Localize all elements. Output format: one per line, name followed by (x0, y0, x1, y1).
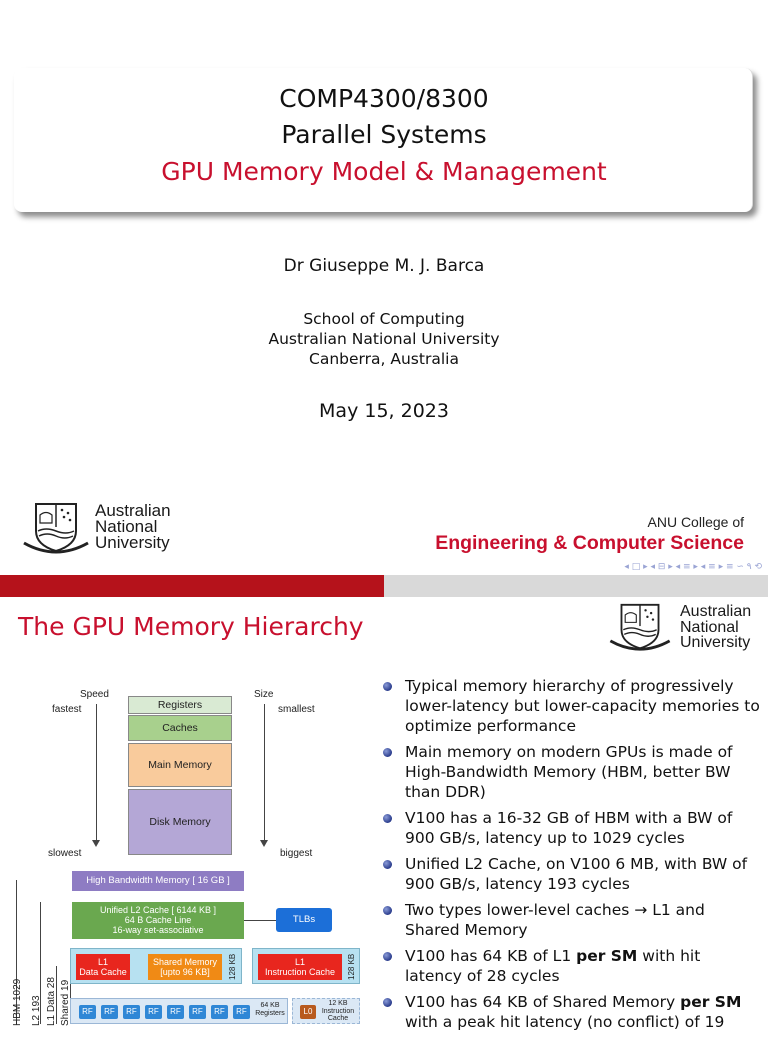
bullet-dot-icon (383, 952, 392, 961)
fastest-label: fastest (52, 704, 82, 715)
anu-wordmark: Australian National University (95, 501, 171, 552)
l2-cache-block: Unified L2 Cache [ 6144 KB ] 64 B Cache … (72, 902, 244, 939)
affiliation-line: Canberra, Australia (309, 350, 459, 368)
register-file: RF (101, 1005, 118, 1019)
speed-label: Speed (80, 689, 109, 700)
register-file: RF (211, 1005, 228, 1019)
affiliation-line: School of Computing (303, 310, 465, 328)
beamer-navigation[interactable]: ◂ □ ▸ ◂ ⊟ ▸ ◂ ≡ ▸ ◂ ≡ ▸ ≡ ∽ ۹ ⟲ (624, 562, 762, 572)
latency-l1: L1 Data 28 (46, 977, 57, 1026)
bullet-item: V100 has 64 KB of L1 per SM with hit lat… (380, 946, 760, 986)
register-file: RF (123, 1005, 140, 1019)
author: Dr Giuseppe M. J. Barca (283, 256, 485, 276)
register-file: RF (145, 1005, 162, 1019)
anu-crest-icon (609, 603, 671, 651)
size-arrow-head (260, 840, 268, 847)
shared-memory: Shared Memory [upto 96 KB] (148, 954, 222, 980)
hbm-block: High Bandwidth Memory [ 16 GB ] (72, 871, 244, 891)
bullet-dot-icon (383, 814, 392, 823)
title-box (14, 68, 753, 212)
tlbs-block: TLBs (276, 908, 332, 932)
register-file: RF (233, 1005, 250, 1019)
l0-instruction-cache-label: 12 KB Instruction Cache (321, 1000, 355, 1022)
slide-divider-red (0, 575, 384, 597)
latency-line (16, 880, 17, 1024)
l0-cache: L0 (300, 1005, 316, 1019)
register-file: RF (189, 1005, 206, 1019)
smallest-label: smallest (278, 704, 315, 715)
register-file: RF (79, 1005, 96, 1019)
latency-line (70, 966, 71, 1024)
affiliation-line: Australian National University (268, 330, 500, 348)
level-registers: Registers (128, 696, 232, 714)
slowest-label: slowest (48, 848, 82, 859)
bullet-list: Typical memory hierarchy of progressivel… (380, 676, 760, 1038)
l2-tlb-link (244, 920, 276, 921)
biggest-label: biggest (280, 848, 313, 859)
college-line-2: Engineering & Computer Science (435, 532, 744, 554)
bullet-item: Main memory on modern GPUs is made of Hi… (380, 742, 760, 802)
slide-title: The GPU Memory Hierarchy (18, 612, 364, 641)
latency-hbm: HBM 1029 (12, 978, 23, 1026)
title-slide: COMP4300/8300 Parallel Systems GPU Memor… (14, 68, 762, 572)
bullet-dot-icon (383, 906, 392, 915)
capacity-128kb: 128 KB (228, 953, 237, 980)
latency-line (56, 966, 57, 1024)
bullet-dot-icon (383, 860, 392, 869)
bullet-item: Typical memory hierarchy of progressivel… (380, 676, 760, 736)
registers-capacity: 64 KB Registers (255, 1002, 285, 1017)
bullet-item: Two types lower-level caches → L1 and Sh… (380, 900, 760, 940)
speed-arrow (96, 704, 97, 842)
speed-arrow-head (92, 840, 100, 847)
bullet-dot-icon (383, 998, 392, 1007)
course-code: COMP4300/8300 (279, 84, 489, 113)
lecture-date: May 15, 2023 (319, 400, 449, 422)
level-disk-memory: Disk Memory (128, 789, 232, 855)
size-label: Size (254, 689, 274, 700)
level-caches: Caches (128, 715, 232, 741)
bullet-item: V100 has 64 KB of Shared Memory per SM w… (380, 992, 760, 1032)
level-main-memory: Main Memory (128, 743, 232, 787)
capacity-128kb: 128 KB (347, 953, 356, 980)
l1-instruction-cache: L1 Instruction Cache (258, 954, 342, 980)
anu-wordmark: Australian National University (680, 603, 752, 651)
slide-divider-grey (384, 575, 768, 597)
register-file: RF (167, 1005, 184, 1019)
college-line-1: ANU College of (647, 514, 745, 530)
bullet-item: V100 has a 16-32 GB of HBM with a BW of … (380, 808, 760, 848)
bullet-item: Unified L2 Cache, on V100 6 MB, with BW … (380, 854, 760, 894)
latency-line (40, 902, 41, 1024)
anu-crest-icon (23, 503, 89, 554)
size-arrow (264, 704, 265, 842)
latency-l2: L2 193 (31, 995, 42, 1026)
bullet-dot-icon (383, 748, 392, 757)
course-name: Parallel Systems (281, 120, 487, 149)
l1-data-cache: L1 Data Cache (76, 954, 130, 980)
bullet-dot-icon (383, 682, 392, 691)
lecture-title: GPU Memory Model & Management (161, 157, 607, 186)
